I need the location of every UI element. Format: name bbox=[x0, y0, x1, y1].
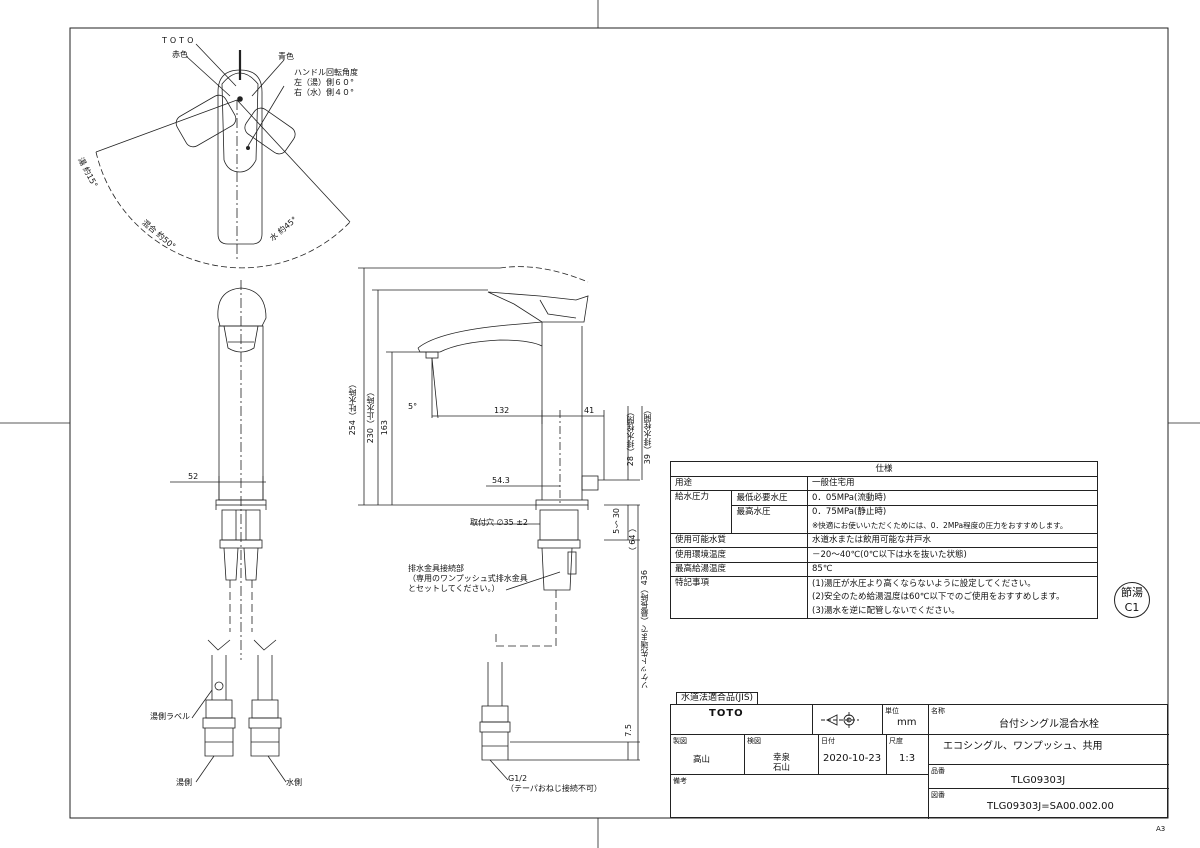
table-row: 最高水圧 0．75MPa(静止時) bbox=[671, 504, 1098, 534]
unit-cell: 単位 mm bbox=[883, 705, 929, 735]
table-row: ※快適にお使いいただくためには、0．2MPa程度の圧力をおすすめします。 bbox=[671, 519, 1098, 534]
drawn-cell: 製図 高山 bbox=[671, 735, 745, 775]
stamp-line-1: 節湯 bbox=[1121, 586, 1143, 599]
blue-label: 青色 bbox=[278, 52, 294, 61]
jis-label: 水道法適合品(JIS) bbox=[676, 692, 759, 704]
drawing-cell: 図番 TLG09303J=SA00.002.00 bbox=[929, 789, 1169, 819]
checked-value-1: 幸泉 bbox=[773, 753, 791, 763]
projection-cell bbox=[813, 705, 883, 735]
unit-value: mm bbox=[897, 717, 917, 728]
dim-7-5: 7.5 bbox=[624, 724, 633, 737]
drain-conn-3: とセットしてください。） bbox=[408, 584, 500, 593]
table-row: 使用可能水質 水道水または飲用可能な井戸水 bbox=[670, 532, 1098, 548]
stamp-line-2: C1 bbox=[1124, 601, 1140, 614]
handle-angle-right: 右（水）側４０° bbox=[294, 88, 354, 97]
table-row: 特記事項 (1)湯圧が水圧より高くならないように設定してください。 bbox=[670, 576, 1098, 619]
product-name: 台付シングル混合水栓 bbox=[999, 719, 1099, 730]
dim-41: 41 bbox=[584, 406, 595, 415]
handle-angle-left: 左（湯）側６０° bbox=[294, 78, 354, 87]
checked-value-2: 石山 bbox=[773, 763, 791, 773]
drawn-value: 高山 bbox=[693, 755, 711, 765]
side-view-faucet bbox=[358, 266, 643, 781]
front-view-faucet bbox=[170, 280, 287, 783]
product-subname: エコシングル、ワンプッシュ、共用 bbox=[943, 741, 1103, 752]
part-cell: 品番 TLG09303J bbox=[929, 765, 1169, 789]
sheet-size: A3 bbox=[1156, 825, 1166, 833]
projection-symbol-icon bbox=[821, 712, 859, 728]
dim-54-3: 54.3 bbox=[492, 476, 510, 485]
name2-cell: エコシングル、ワンプッシュ、共用 bbox=[929, 735, 1169, 765]
part-value: TLG09303J bbox=[1011, 775, 1066, 786]
top-view-faucet bbox=[95, 43, 351, 269]
unit-label: 単位 bbox=[885, 707, 899, 715]
drawn-label: 製図 bbox=[673, 737, 687, 745]
name-cell: 名称 台付シングル混合水栓 bbox=[929, 705, 1169, 735]
scale-value: 1:3 bbox=[899, 753, 916, 764]
checked-cell: 検図 幸泉 石山 bbox=[745, 735, 819, 775]
dim-5-30: 5～ 30 bbox=[612, 508, 621, 534]
date-value: 2020-10-23 bbox=[823, 753, 882, 764]
g12-label: G1/2 bbox=[508, 774, 528, 783]
dim-436: ソケット先端まで（最長時）436 bbox=[640, 570, 649, 690]
dim-28: 28（排水栓閉） bbox=[626, 408, 635, 467]
water-saving-stamp: 節湯 C1 bbox=[1114, 582, 1150, 618]
dim-254: 254（吐水時） bbox=[348, 380, 357, 436]
table-row: 用途 一般住宅用 bbox=[670, 475, 1098, 491]
cold-side-label: 水側 bbox=[286, 778, 302, 787]
logo-cell: TOTO bbox=[671, 705, 813, 735]
name-label: 名称 bbox=[931, 707, 945, 715]
drawing-label: 図番 bbox=[931, 791, 945, 799]
hot-side-label-tag: 湯側ラベル bbox=[150, 712, 190, 721]
note-cell: 備考 bbox=[671, 775, 929, 819]
checked-label: 検図 bbox=[747, 737, 761, 745]
handle-angle-title: ハンドル回転角度 bbox=[294, 68, 358, 77]
dim-230: 230（止水時） bbox=[366, 388, 375, 444]
part-label: 品番 bbox=[931, 767, 945, 775]
dim-64: （ 64 ） bbox=[628, 524, 637, 556]
spec-table: 仕様 用途 一般住宅用 給水圧力 最低必要水圧 0．05MPa(流動時) 最高水… bbox=[669, 461, 1098, 619]
scale-cell: 尺度 1:3 bbox=[887, 735, 929, 775]
title-block: TOTO 単位 mm 名称 台付シングル混合水栓 製図 高山 検図 幸泉 石山 … bbox=[670, 704, 1169, 819]
date-cell: 日付 2020-10-23 bbox=[819, 735, 887, 775]
drain-conn-1: 排水金具接続部 bbox=[408, 564, 464, 573]
top-brand-label: TOTO bbox=[162, 36, 197, 45]
toto-logo: TOTO bbox=[709, 708, 744, 719]
note-label: 備考 bbox=[673, 777, 687, 785]
scale-label: 尺度 bbox=[889, 737, 903, 745]
mount-hole-label: 取付穴 ∅35 ±2 bbox=[470, 518, 529, 527]
hot-side-label: 湯側 bbox=[176, 778, 192, 787]
taper-note: （テーパおねじ接続不可） bbox=[506, 784, 602, 793]
red-label: 赤色 bbox=[172, 50, 188, 59]
drawing-value: TLG09303J=SA00.002.00 bbox=[987, 801, 1114, 812]
table-row: 使用環境温度 －20～40℃(0℃以下は水を抜いた状態) bbox=[670, 547, 1098, 563]
date-label: 日付 bbox=[821, 737, 835, 745]
table-row: (2)安全のため給湯温度は60℃以下でのご使用をおすすめします。 bbox=[671, 590, 1098, 604]
table-row: 給水圧力 最低必要水圧 0．05MPa(流動時) bbox=[669, 490, 1098, 534]
table-row: 最高給湯温度 85℃ bbox=[670, 561, 1098, 577]
drain-conn-2: （専用のワンプッシュ式排水金具 bbox=[408, 574, 528, 583]
dim-132: 132 bbox=[494, 406, 510, 415]
dim-52: 52 bbox=[188, 472, 199, 481]
dim-163: 163 bbox=[380, 420, 389, 436]
dim-39: 39（排水栓開） bbox=[643, 406, 652, 465]
table-row: (3)湯水を逆に配管しないでください。 bbox=[671, 604, 1098, 619]
angle-5: 5° bbox=[408, 402, 418, 411]
spec-title: 仕様 bbox=[670, 461, 1098, 477]
